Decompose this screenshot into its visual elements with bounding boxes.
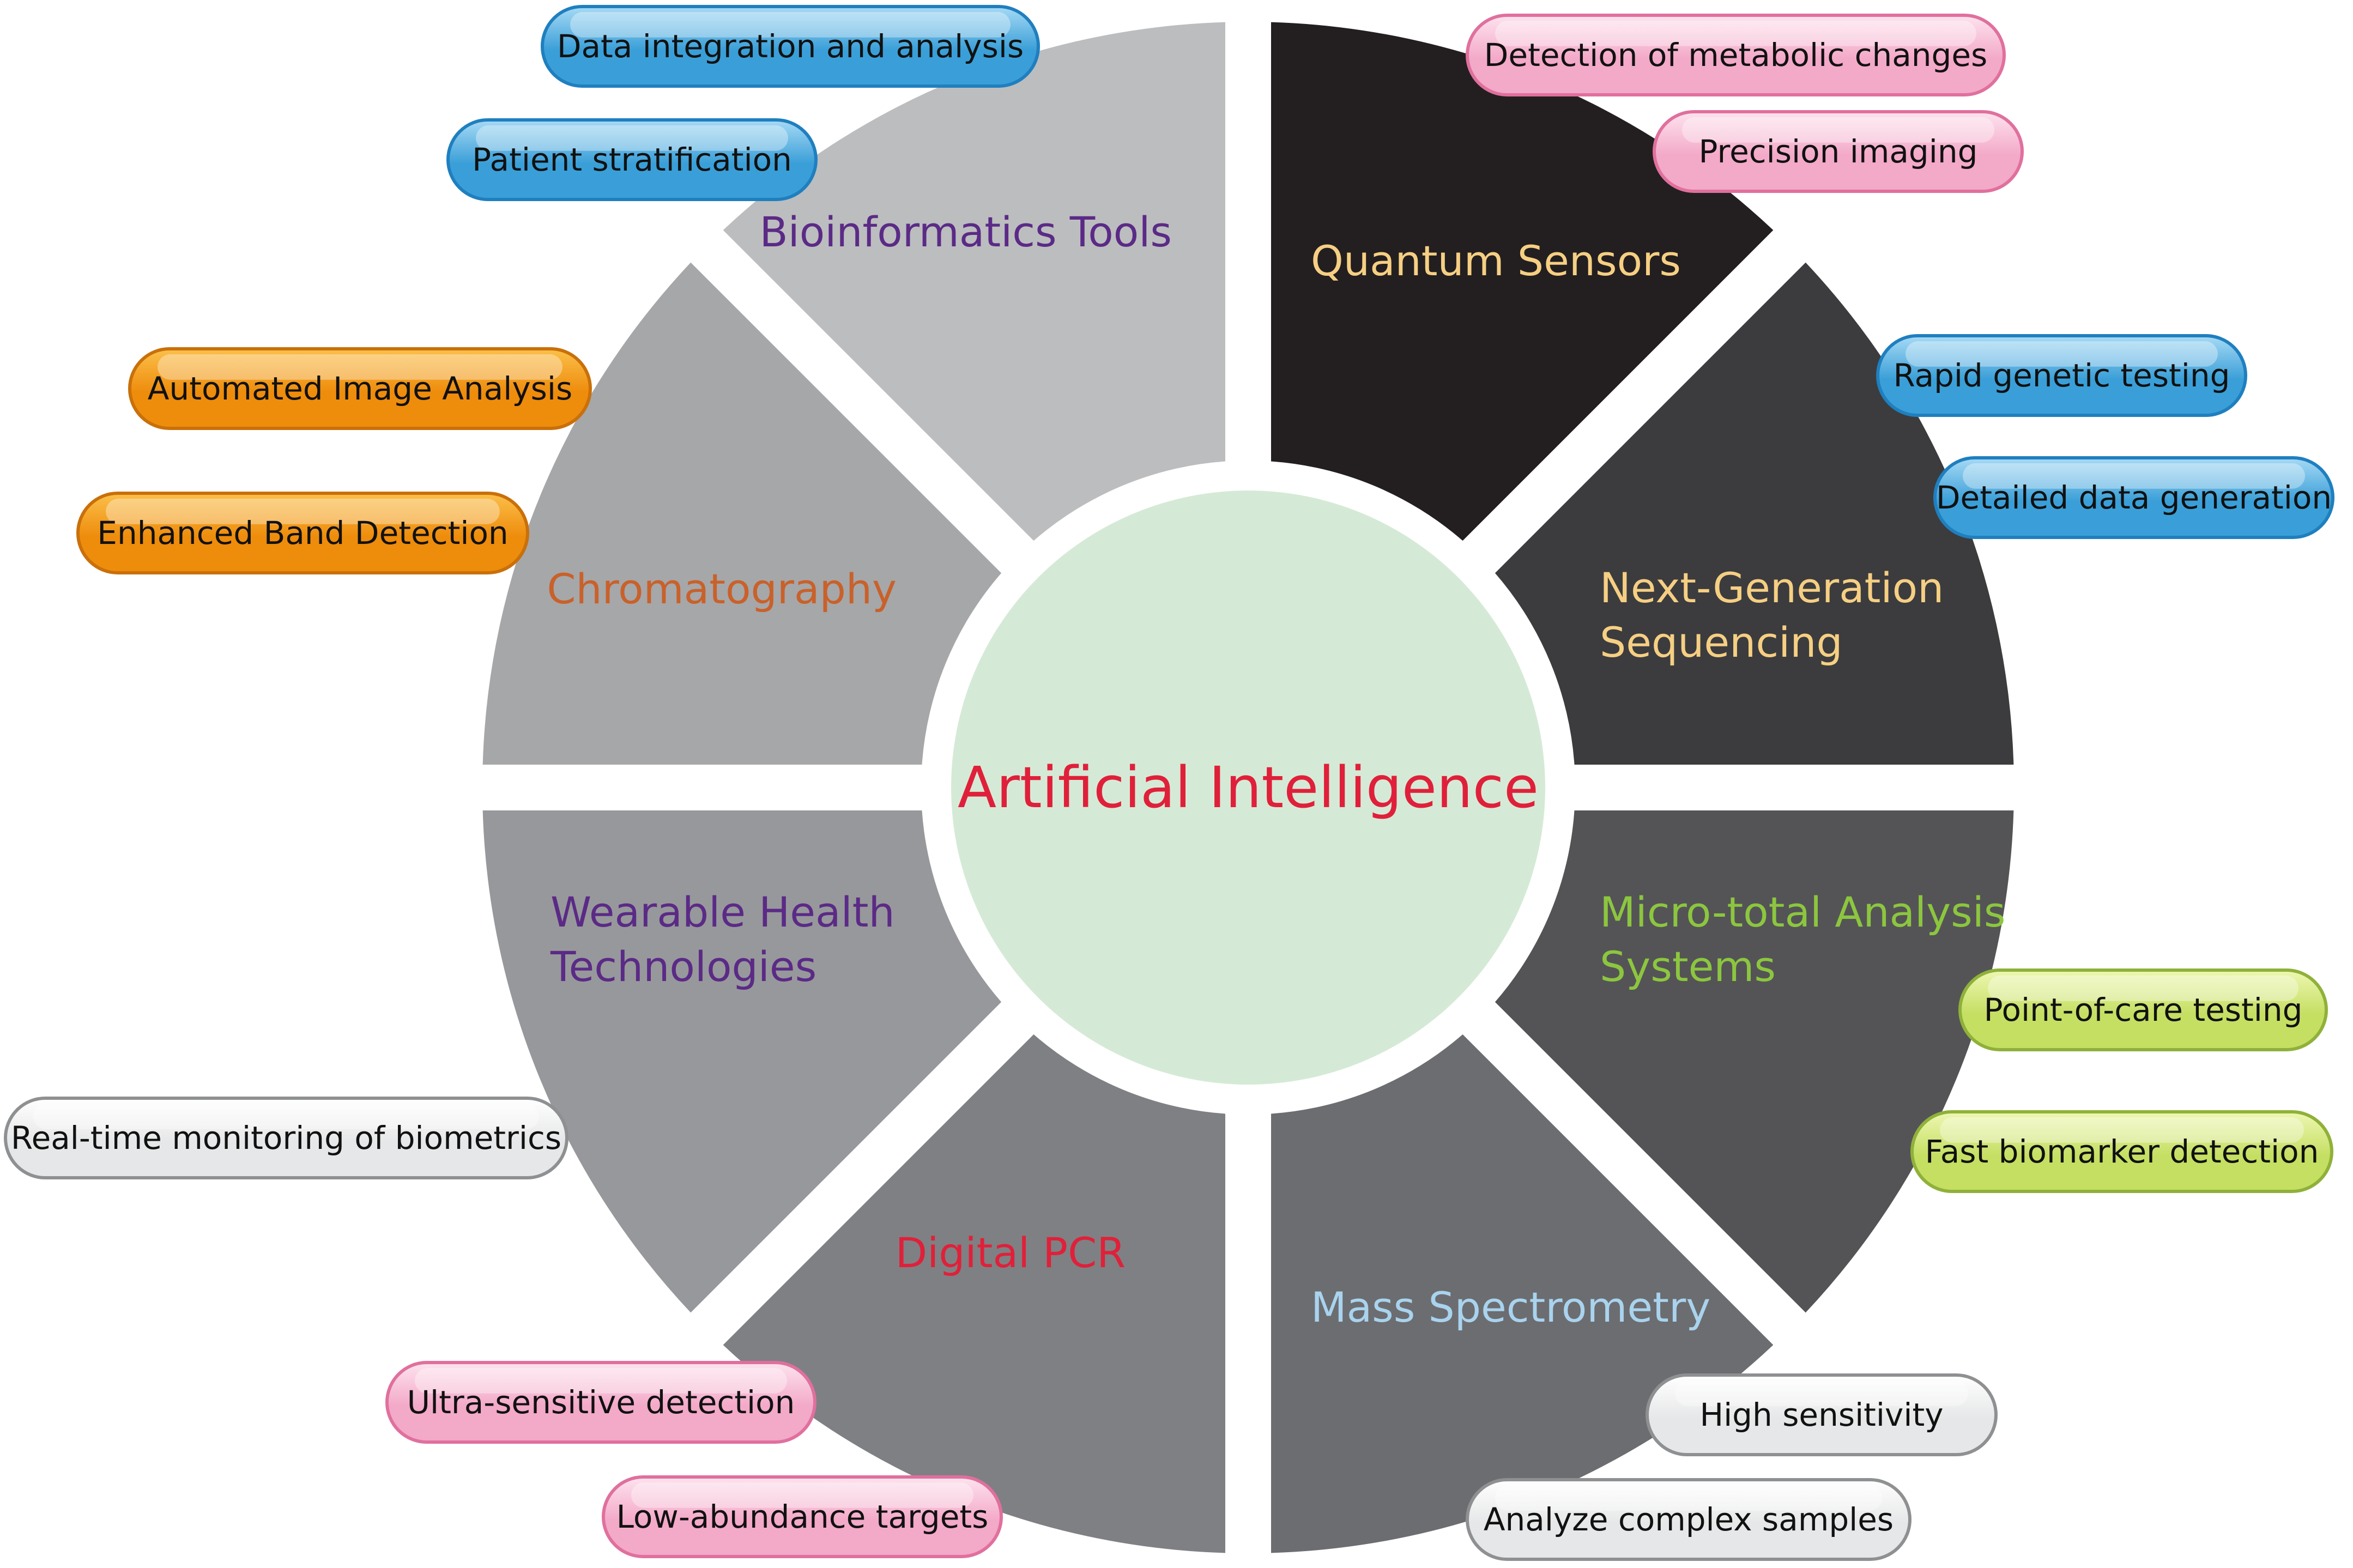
- pill-ultra-sensitive: Ultra-sensitive detection: [385, 1361, 816, 1444]
- pill-label: Analyze complex samples: [1484, 1501, 1894, 1538]
- pill-background: [1876, 334, 2247, 417]
- pill-background: [1466, 1478, 1912, 1561]
- pill-high-sensitivity: High sensitivity: [1646, 1373, 1998, 1456]
- pill-background: [76, 492, 529, 574]
- pill-low-abundance: Low-abundance targets: [602, 1475, 1003, 1558]
- pill-label: Detailed data generation: [1936, 479, 2332, 516]
- segment-label-line: Bioinformatics Tools: [760, 208, 1172, 256]
- segment-label-line: Sequencing: [1600, 618, 1843, 667]
- pill-background: [602, 1475, 1003, 1558]
- pill-analyze-complex: Analyze complex samples: [1466, 1478, 1912, 1561]
- pill-highlight: [1940, 1117, 2304, 1143]
- pill-label: Ultra-sensitive detection: [407, 1384, 795, 1421]
- segment-label-line: Next-Generation: [1600, 564, 1944, 612]
- pill-background: [385, 1361, 816, 1444]
- segment-wedge-dpcr: [723, 1034, 1225, 1553]
- pill-label: Automated Image Analysis: [148, 370, 572, 407]
- pill-background: [4, 1097, 568, 1179]
- center-hub: Artificial Intelligence: [951, 491, 1545, 1085]
- segment-label-line: Technologies: [550, 942, 816, 991]
- pill-highlight: [1988, 976, 2298, 1001]
- pill-label: Rapid genetic testing: [1894, 357, 2230, 394]
- segment-label-line: Mass Spectrometry: [1311, 1283, 1710, 1331]
- pill-background: [541, 5, 1040, 88]
- pill-label: Detection of metabolic changes: [1484, 37, 1988, 74]
- pill-highlight: [1675, 1381, 1968, 1406]
- segment-wedge-quantum: [1271, 22, 1774, 541]
- segment-chrom: Chromatography: [482, 262, 1002, 765]
- segment-label-bio: Bioinformatics Tools: [760, 208, 1172, 256]
- pill-background: [1646, 1373, 1998, 1456]
- pill-highlight: [1495, 21, 1976, 46]
- segment-bio: Bioinformatics Tools: [723, 22, 1225, 541]
- pill-data-integration: Data integration and analysis: [541, 5, 1040, 88]
- segment-label-line: Wearable Health: [551, 888, 895, 936]
- pill-label: Precision imaging: [1699, 133, 1978, 170]
- segment-label-dpcr: Digital PCR: [896, 1228, 1126, 1277]
- pill-highlight: [33, 1104, 539, 1129]
- pill-background: [1958, 968, 2328, 1051]
- pill-precision-imaging: Precision imaging: [1653, 110, 2024, 193]
- pill-background: [1653, 110, 2024, 193]
- pill-label: Enhanced Band Detection: [97, 514, 508, 552]
- pill-highlight: [476, 125, 788, 151]
- pill-background: [1933, 456, 2334, 539]
- pill-highlight: [1906, 341, 2218, 367]
- pill-label: High sensitivity: [1699, 1396, 1943, 1433]
- pill-label: Patient stratification: [472, 141, 792, 178]
- segment-label-line: Systems: [1600, 942, 1776, 991]
- pill-label: Data integration and analysis: [557, 28, 1024, 65]
- pill-highlight: [1682, 117, 1994, 143]
- pill-highlight: [570, 12, 1011, 38]
- segment-label-ms: Mass Spectrometry: [1311, 1283, 1710, 1331]
- segment-label-quantum: Quantum Sensors: [1311, 237, 1681, 285]
- pill-rapid-genetic: Rapid genetic testing: [1876, 334, 2247, 417]
- segment-label-line: Digital PCR: [896, 1228, 1126, 1277]
- segment-quantum: Quantum Sensors: [1271, 22, 1774, 541]
- pill-automated-image: Automated Image Analysis: [128, 347, 592, 430]
- pill-highlight: [1963, 463, 2305, 489]
- segment-label-line: Chromatography: [547, 565, 897, 613]
- pill-background: [1910, 1110, 2333, 1193]
- segment-wedge-bio: [723, 22, 1225, 541]
- pill-background: [128, 347, 592, 430]
- pill-enhanced-band: Enhanced Band Detection: [76, 492, 529, 574]
- segment-label-line: Micro-total Analysis: [1600, 888, 2005, 936]
- pill-background: [1466, 14, 2006, 96]
- pill-label: Fast biomarker detection: [1925, 1133, 2319, 1170]
- pill-highlight: [158, 354, 562, 380]
- pill-background: [446, 118, 818, 201]
- pill-highlight: [415, 1368, 787, 1394]
- pill-label: Real-time monitoring of biometrics: [11, 1119, 561, 1157]
- pill-fast-biomarker: Fast biomarker detection: [1910, 1110, 2333, 1193]
- center-label: Artificial Intelligence: [958, 754, 1539, 821]
- segment-wedge-wearable: [482, 810, 1002, 1313]
- segment-wedge-chrom: [482, 262, 1002, 765]
- segment-dpcr: Digital PCR: [723, 1034, 1225, 1553]
- pill-label: Point-of-care testing: [1984, 991, 2303, 1028]
- segment-label-line: Quantum Sensors: [1311, 237, 1681, 285]
- pill-point-of-care: Point-of-care testing: [1958, 968, 2328, 1051]
- center-circle: [951, 491, 1545, 1085]
- pill-detailed-data: Detailed data generation: [1933, 456, 2334, 539]
- pill-highlight: [631, 1482, 973, 1508]
- pill-real-time: Real-time monitoring of biometrics: [4, 1097, 568, 1179]
- pill-detection-metabolic: Detection of metabolic changes: [1466, 14, 2006, 96]
- pill-label: Low-abundance targets: [616, 1498, 989, 1535]
- segment-label-chrom: Chromatography: [547, 565, 897, 613]
- segment-wedge-mtas: [1495, 810, 2014, 1313]
- pill-highlight: [106, 499, 500, 524]
- pill-highlight: [1495, 1485, 1882, 1511]
- pill-patient-stratification: Patient stratification: [446, 118, 818, 201]
